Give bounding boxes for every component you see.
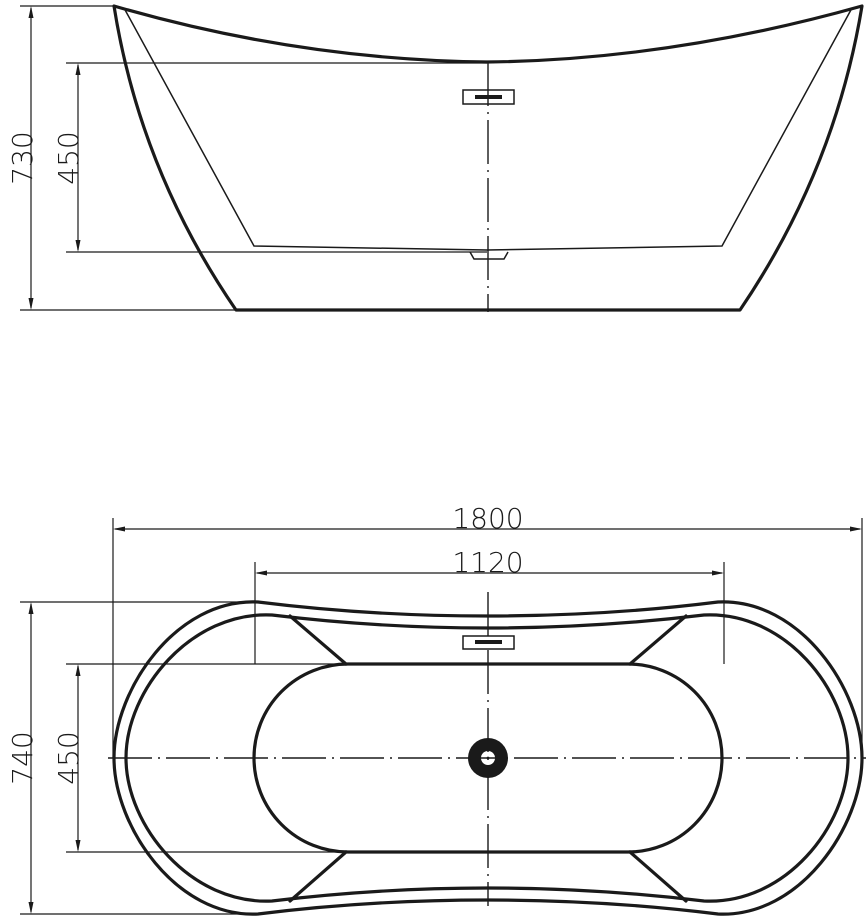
side-drain-outlet [469,251,509,260]
top-view: 1800 1120 740 450 [6,502,866,916]
dimension-label-1120: 1120 [452,546,523,579]
corner-line-bottom-right [628,850,688,903]
dimension-label-730: 730 [6,131,39,184]
side-outer-shell [112,4,864,312]
side-inner-basin [123,7,853,251]
dimension-730: 730 [6,6,39,310]
dimension-1120: 1120 [255,546,724,579]
dimension-450-top: 450 [52,664,85,852]
dimension-label-450-side: 450 [52,131,85,184]
side-view: 730 450 [6,4,864,312]
corner-line-bottom-left [288,850,348,903]
top-inner-basin [252,662,724,854]
corner-line-top-left [288,614,348,666]
dimension-740: 740 [6,602,39,914]
dimension-label-450-top: 450 [52,731,85,784]
top-outer-rim [112,600,864,916]
dimension-1800: 1800 [113,502,862,535]
dimension-label-1800: 1800 [452,502,523,535]
dimension-label-740: 740 [6,731,39,784]
corner-line-top-right [628,614,688,666]
dimension-450-side: 450 [52,63,85,252]
top-inner-rim [124,613,850,903]
